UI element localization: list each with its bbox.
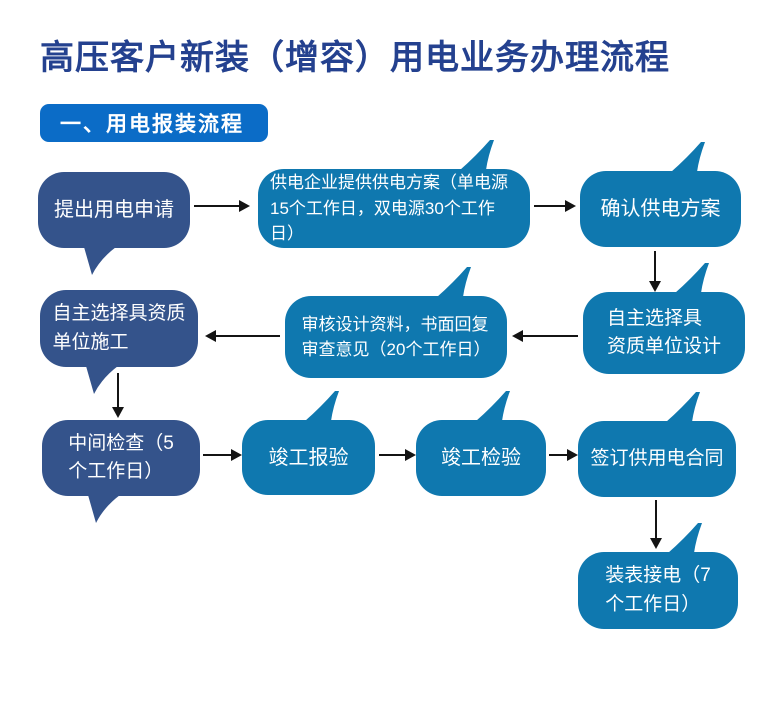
arrow-review-to-choose-constructor xyxy=(205,330,280,342)
speech-tail-icon xyxy=(84,247,116,275)
node-label: 签订供用电合同 xyxy=(590,447,724,469)
node-confirm-plan: 确认供电方案 xyxy=(580,142,741,247)
node-label: 审核设计资料，书面回复 审查意见（20个工作日） xyxy=(301,314,491,360)
speech-tail-icon xyxy=(675,263,709,293)
speech-tail-icon xyxy=(476,391,510,421)
speech-tail-icon xyxy=(460,140,494,170)
page-title: 高压客户新装（增容）用电业务办理流程 xyxy=(40,39,670,77)
node-choose-designer: 自主选择具 资质单位设计 xyxy=(583,263,745,374)
arrow-confirm-to-choose-designer xyxy=(649,251,661,292)
speech-tail-icon xyxy=(666,392,700,422)
arrow-apply-to-provide-plan xyxy=(194,200,250,212)
node-label: 确认供电方案 xyxy=(600,198,721,220)
section-banner: 一、用电报装流程 xyxy=(40,104,268,142)
section-banner-label: 一、用电报装流程 xyxy=(60,113,244,136)
speech-tail-icon xyxy=(88,495,120,523)
node-interim-check: 中间检查（5 个工作日） xyxy=(42,420,200,523)
speech-tail-icon xyxy=(305,391,339,421)
node-label: 供电企业提供供电方案（单电源 15个工作日，双电源30个工作日） xyxy=(270,173,508,244)
node-sign-contract: 签订供用电合同 xyxy=(578,392,736,497)
arrow-inspection-to-sign-contract xyxy=(549,449,578,461)
node-apply: 提出用电申请 xyxy=(38,172,190,275)
node-label: 装表接电（7 个工作日） xyxy=(605,565,711,615)
node-label: 自主选择具资质 单位施工 xyxy=(52,303,186,353)
node-choose-constructor: 自主选择具资质 单位施工 xyxy=(40,290,198,394)
arrow-completion-report-to-inspection xyxy=(379,449,416,461)
node-label: 中间检查（5 个工作日） xyxy=(68,432,174,483)
speech-tail-icon xyxy=(671,142,705,172)
node-review-design: 审核设计资料，书面回复 审查意见（20个工作日） xyxy=(285,267,507,378)
node-completion-report: 竣工报验 xyxy=(242,391,375,495)
arrow-provide-plan-to-confirm xyxy=(534,200,576,212)
arrow-choose-constructor-to-interim-check xyxy=(112,373,124,418)
node-completion-inspection: 竣工检验 xyxy=(416,391,546,496)
speech-tail-icon xyxy=(668,523,702,553)
node-label: 自主选择具 资质单位设计 xyxy=(606,307,721,358)
node-install-meter: 装表接电（7 个工作日） xyxy=(578,523,738,629)
arrow-choose-designer-to-review xyxy=(512,330,578,342)
arrow-interim-check-to-completion-report xyxy=(203,449,242,461)
node-label: 提出用电申请 xyxy=(54,199,174,221)
speech-tail-icon xyxy=(437,267,471,297)
node-provide-plan: 供电企业提供供电方案（单电源 15个工作日，双电源30个工作日） xyxy=(258,140,530,248)
node-label: 竣工检验 xyxy=(441,447,521,469)
arrow-sign-contract-to-install-meter xyxy=(650,500,662,549)
node-label: 竣工报验 xyxy=(268,446,349,469)
